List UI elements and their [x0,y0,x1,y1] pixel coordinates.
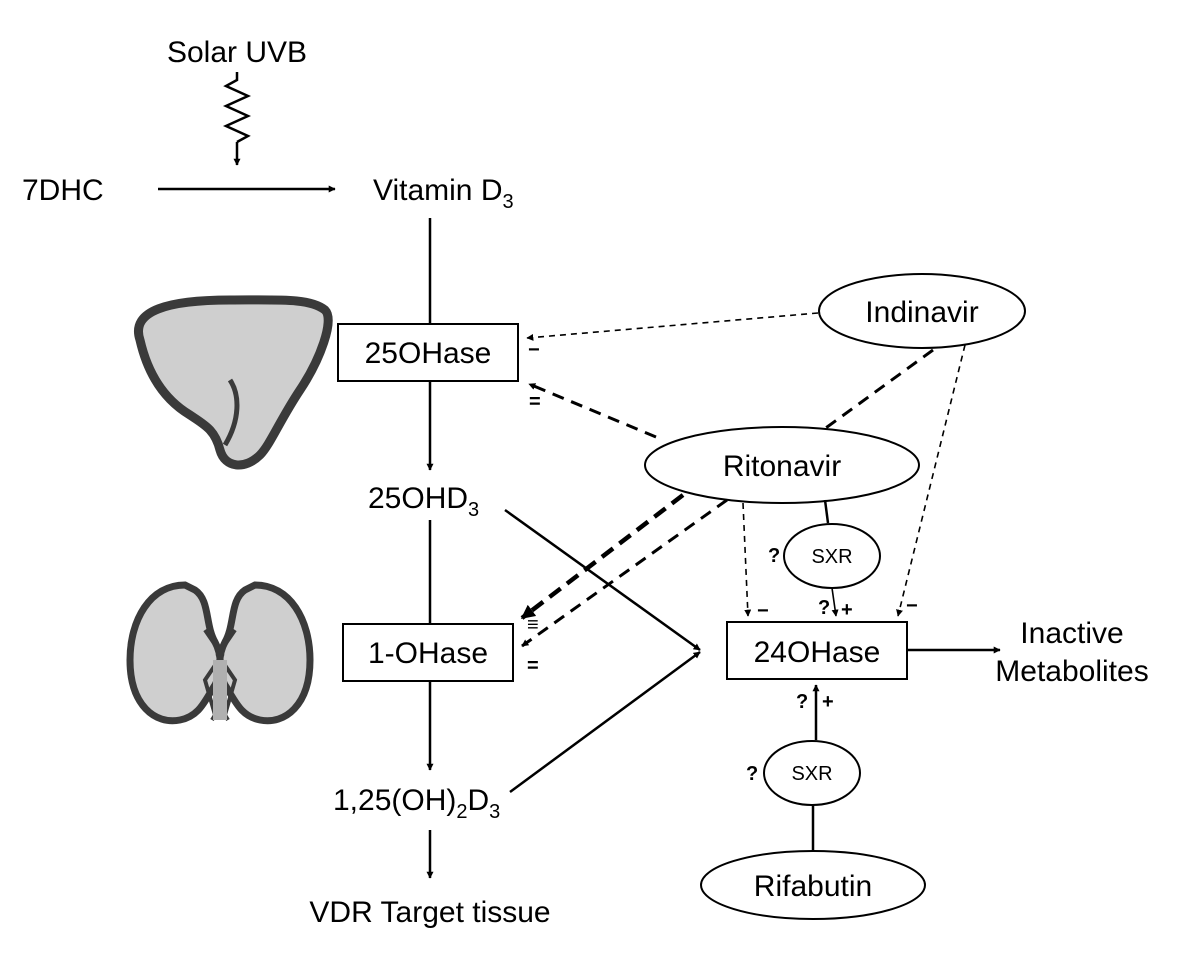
inactive-metabolites-line2: Metabolites [995,655,1148,688]
inhibit-mark-25ohase-ritonavir: = [529,391,541,413]
liver-icon [134,295,333,470]
inhibit-mark-24ohase-ritonavir: − [757,600,769,622]
uncertain-mark-sxr-top-activation: ? [818,597,830,619]
indinavir-to-25ohase-inhibition [526,312,819,341]
7dhc-label: 7DHC [22,174,104,207]
ritonavir-label: Ritonavir [723,450,841,483]
activation-mark-sxr-bottom: + [822,691,834,713]
sxr-bottom-node: SXR [763,740,861,806]
ritonavir-to-sxr-line [823,499,830,524]
uncertain-mark-sxr-top: ? [768,545,780,567]
ritonavir-to-1ohase-inhibition [521,498,728,648]
sxr-top-to-24ohase-activation [831,587,839,617]
inhibit-mark-24ohase-indinavir: − [906,595,918,617]
25ohase-enzyme-box: 25OHase [337,323,519,382]
24ohase-enzyme-box: 24OHase [726,621,908,680]
125ohd3-label: 1,25(OH)2D3 [333,784,500,823]
uncertain-mark-sxr-bottom: ? [746,763,758,785]
ritonavir-to-1ohase-thick-inhibition [520,493,685,620]
rifabutin-node: Rifabutin [700,850,926,920]
1ohase-enzyme-box: 1-OHase [342,623,514,682]
25ohd3-to-24ohase-arrow [504,508,701,652]
rifabutin-label: Rifabutin [754,870,872,903]
solar-uvb-label: Solar UVB [167,36,307,69]
wavy-arrow-icon [222,72,252,166]
indinavir-to-ritonavir-link [811,348,934,440]
ritonavir-to-24ohase-inhibition [742,502,752,617]
uncertain-mark-sxr-bottom-activation: ? [796,691,808,713]
inhibit-mark-25ohase-indinavir: − [528,339,540,361]
indinavir-node: Indinavir [818,273,1026,349]
indinavir-label: Indinavir [865,296,978,329]
inhibit-mark-1ohase: = [527,655,539,677]
vdr-target-tissue-label: VDR Target tissue [309,896,550,929]
solar-uvb-node: Solar UVB [167,36,307,69]
1ohase-label: 1-OHase [368,637,488,670]
sxr-bottom-label: SXR [791,763,832,785]
indinavir-to-24ohase-inhibition [896,344,966,617]
inactive-metabolites-line1: Inactive [1020,617,1123,650]
24ohase-label: 24OHase [754,636,881,669]
sxr-top-node: SXR [783,523,881,589]
inhibit-mark-1ohase-thick: ≡ [527,614,539,636]
ritonavir-node: Ritonavir [644,426,920,504]
25ohase-label: 25OHase [365,337,492,370]
activation-mark-sxr-top: + [841,599,853,621]
25ohd3-label: 25OHD3 [368,482,479,521]
vitamin-d3-label: Vitamin D3 [373,174,514,213]
125d3-to-24ohase-arrow [509,650,701,794]
sxr-top-label: SXR [811,546,852,568]
ritonavir-to-25ohase-inhibition [528,382,657,439]
kidney-icon [126,581,314,725]
